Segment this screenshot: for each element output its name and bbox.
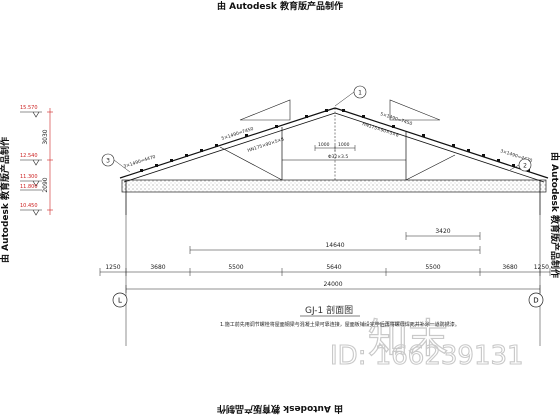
dim-segment-2: 3680 — [150, 264, 165, 271]
dim-segment-3: 5500 — [228, 264, 243, 271]
dim-segment-1: 1250 — [105, 264, 120, 271]
vertical-dim-lower: 2090 — [42, 177, 49, 192]
vertical-dim-upper: 3030 — [42, 129, 49, 144]
beam-label-left: HN175×90×5×8 — [247, 136, 285, 154]
brand-logo: 知末 — [368, 316, 448, 362]
purlins-left — [140, 109, 328, 172]
dim-segment-6: 3680 — [502, 264, 517, 271]
grid-axis-right: D — [533, 297, 538, 305]
elevation-marks — [20, 108, 53, 216]
callout-left: 3 — [106, 158, 110, 165]
elevation-label-3: 11.300 — [20, 174, 38, 180]
callout-top: 1 — [358, 90, 362, 97]
tie-label: Φ32×3.5 — [328, 154, 348, 160]
dim-segment-4: 5640 — [326, 264, 341, 271]
beam-label-right: HN175×90×5×8 — [361, 121, 399, 139]
callout-circles — [101, 85, 532, 172]
elevation-label-1: 15.570 — [20, 105, 38, 111]
elevation-label-2: 12.540 — [20, 153, 38, 159]
ridge-dim-left: 1000 — [318, 142, 330, 148]
watermark-top: 由 Autodesk 教育版产品制作 — [217, 0, 343, 12]
drawing-title: GJ-1 剖面图 — [305, 304, 353, 316]
dim-segment-5: 5500 — [425, 264, 440, 271]
dimension-lines — [99, 215, 551, 346]
dim-segment-7: 1250 — [534, 264, 549, 271]
elevation-label-4: 11.800 — [20, 184, 38, 190]
grid-axis-left: L — [118, 297, 122, 305]
callout-leaders — [113, 91, 520, 173]
dim-14640: 14640 — [325, 242, 344, 249]
grid-axis-bubbles — [112, 292, 544, 308]
ridge-dim-right: 1000 — [338, 142, 350, 148]
concrete-beam — [121, 179, 547, 193]
roof-truss — [119, 107, 549, 215]
dim-overall: 24000 — [323, 281, 342, 288]
watermark-bottom: 由 Autodesk 教育版产品制作 — [217, 403, 343, 415]
purlins-right — [342, 109, 530, 172]
callout-right: 2 — [523, 163, 527, 170]
ridge-dimension — [314, 145, 356, 151]
elevation-label-5: 10.450 — [20, 203, 38, 209]
construction-note: 1.施工前先用调节螺栓将屋面钢梁与混凝土梁可靠连接，屋面板铺设完毕后再将螺母焊死… — [220, 321, 460, 328]
id-label: ID: 166239131 — [330, 341, 524, 371]
slope-indicators — [239, 99, 441, 121]
watermark-left: 由 Autodesk 教育版产品制作 — [0, 137, 11, 263]
dim-3420: 3420 — [435, 228, 450, 235]
watermark-right: 由 Autodesk 教育版产品制作 — [549, 152, 560, 278]
